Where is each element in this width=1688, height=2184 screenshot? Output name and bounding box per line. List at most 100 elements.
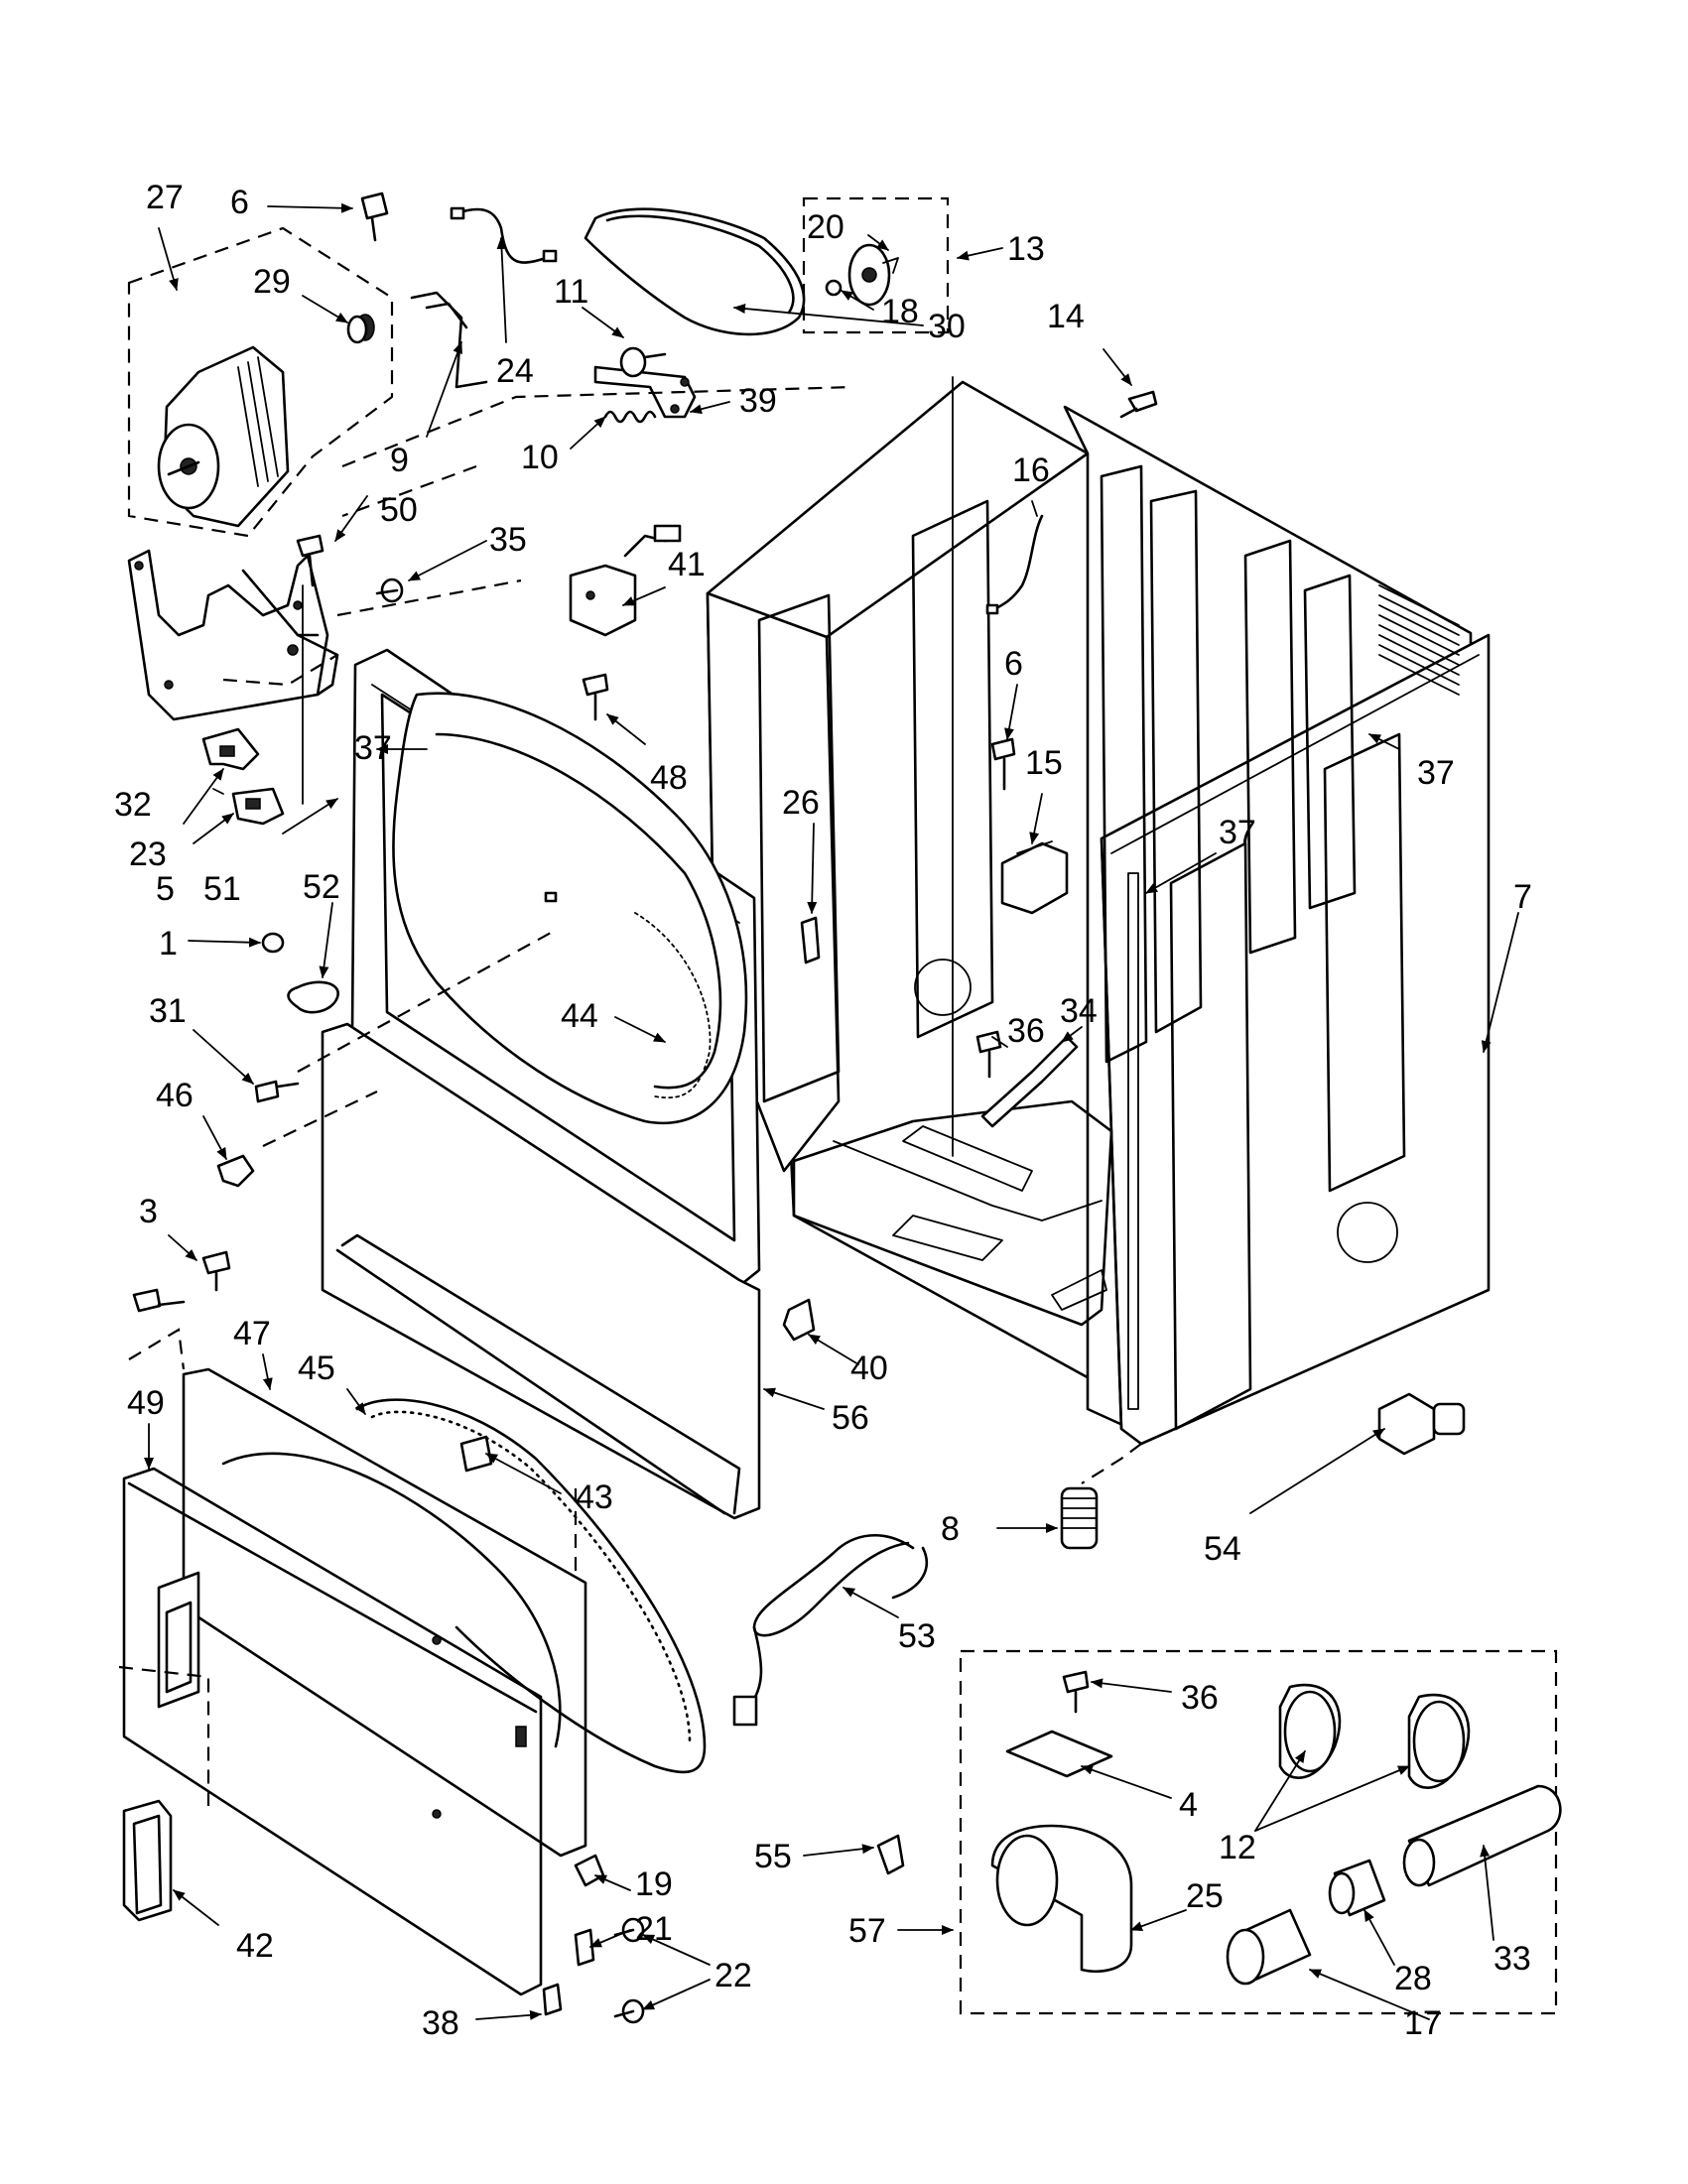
part-label-23: 23 <box>129 835 167 873</box>
part-label-35: 35 <box>489 521 527 559</box>
leveling-foot-8 <box>1060 1486 1099 1550</box>
part-label-20: 20 <box>807 208 844 246</box>
motor-assembly <box>127 226 488 538</box>
part-label-7: 7 <box>1513 878 1532 916</box>
part-label-28: 28 <box>1394 1960 1432 1997</box>
drum-belt-30 <box>584 207 806 336</box>
idler-pulley-13 <box>802 196 950 334</box>
part-label-6b: 6 <box>1004 645 1023 683</box>
screw-11 <box>619 346 667 378</box>
part-label-55: 55 <box>754 1838 792 1875</box>
part-label-53: 53 <box>898 1617 936 1655</box>
part-label-51: 51 <box>203 870 241 908</box>
part-label-34: 34 <box>1060 992 1098 1030</box>
part-label-18: 18 <box>881 293 919 330</box>
part-label-1: 1 <box>159 925 178 963</box>
part-label-47: 47 <box>233 1315 271 1352</box>
thermostat-41 <box>569 524 682 637</box>
door-seal-45 <box>355 1398 707 1774</box>
clip-52 <box>287 980 339 1014</box>
cabinet-top-back <box>706 380 1090 639</box>
part-label-40: 40 <box>850 1349 888 1387</box>
part-label-44: 44 <box>561 997 598 1035</box>
part-label-29: 29 <box>253 263 291 301</box>
part-label-24: 24 <box>496 352 534 390</box>
clip-46 <box>216 1154 255 1188</box>
part-label-12: 12 <box>1219 1829 1256 1866</box>
part-label-57: 57 <box>848 1912 886 1950</box>
clip-40 <box>782 1298 816 1342</box>
screw-14 <box>1119 390 1158 419</box>
part-label-25: 25 <box>1186 1877 1224 1915</box>
screw-35 <box>375 578 404 603</box>
panel-clip-26 <box>800 916 821 964</box>
part-labels: 27 6 29 9 50 35 24 11 10 30 39 20 18 13 … <box>114 179 1532 2042</box>
screw-36-cabinet <box>975 1030 1002 1079</box>
part-label-11: 11 <box>554 273 588 311</box>
part-label-48: 48 <box>650 759 688 797</box>
part-label-54: 54 <box>1204 1530 1241 1568</box>
part-label-17: 17 <box>1404 2004 1442 2042</box>
part-label-37b: 37 <box>1417 754 1455 792</box>
part-label-21: 21 <box>635 1910 673 1948</box>
screw-31 <box>254 1080 300 1103</box>
part-label-8: 8 <box>941 1510 960 1548</box>
part-label-30: 30 <box>928 308 966 345</box>
part-label-33: 33 <box>1493 1940 1531 1978</box>
part-label-49: 49 <box>127 1384 165 1422</box>
cabinet <box>706 380 1491 1446</box>
clip-55 <box>876 1834 905 1875</box>
part-label-9: 9 <box>390 442 409 479</box>
door-handle-42 <box>122 1799 173 1922</box>
part-label-37a: 37 <box>354 729 392 767</box>
part-label-5: 5 <box>156 870 175 908</box>
screw-6-top <box>360 192 389 242</box>
motor-mount <box>127 549 339 721</box>
spring-10 <box>603 410 657 424</box>
part-label-46: 46 <box>156 1077 194 1114</box>
part-label-13: 13 <box>1007 230 1045 268</box>
moisture-sensor-15 <box>1000 840 1069 915</box>
screw-3 <box>132 1250 231 1313</box>
door-outer-49 <box>122 1467 543 1996</box>
switches <box>201 727 285 826</box>
part-label-22: 22 <box>714 1957 752 1994</box>
alignment-lines <box>118 376 1142 1806</box>
power-cord-53 <box>732 1534 929 1727</box>
part-label-26: 26 <box>782 784 820 822</box>
part-label-3: 3 <box>139 1193 158 1230</box>
toe-panel <box>321 1022 761 1520</box>
door-hinge-parts <box>542 1854 645 2024</box>
part-label-36a: 36 <box>1007 1012 1045 1050</box>
part-label-10: 10 <box>521 439 559 476</box>
screw-48 <box>582 673 609 721</box>
door-strike-43 <box>459 1435 493 1473</box>
part-label-14: 14 <box>1047 298 1085 335</box>
part-label-43: 43 <box>576 1478 613 1516</box>
screw-50 <box>296 534 325 587</box>
callout-leaders <box>144 202 1519 2020</box>
part-label-31: 31 <box>149 992 187 1030</box>
idler-bracket-39 <box>593 365 697 419</box>
sensor-bar-34 <box>980 1035 1079 1128</box>
part-label-42: 42 <box>236 1927 274 1965</box>
part-label-32: 32 <box>114 786 152 824</box>
part-label-39: 39 <box>739 382 777 420</box>
part-label-50: 50 <box>380 491 418 529</box>
part-label-15: 15 <box>1025 744 1063 782</box>
part-label-37c: 37 <box>1219 814 1256 851</box>
part-label-16: 16 <box>1012 451 1050 489</box>
part-label-19: 19 <box>635 1865 673 1903</box>
fitting-54 <box>1377 1392 1466 1456</box>
part-label-52: 52 <box>303 868 340 906</box>
part-label-27: 27 <box>146 179 184 216</box>
front-panel <box>350 648 761 1292</box>
wire-harness-24 <box>450 206 558 264</box>
part-label-6a: 6 <box>230 184 249 221</box>
screw-6-right <box>990 737 1016 791</box>
part-label-56: 56 <box>832 1399 869 1437</box>
exhaust-kit-57 <box>959 1649 1562 2015</box>
part-label-36b: 36 <box>1181 1679 1219 1717</box>
part-label-4: 4 <box>1179 1786 1198 1824</box>
